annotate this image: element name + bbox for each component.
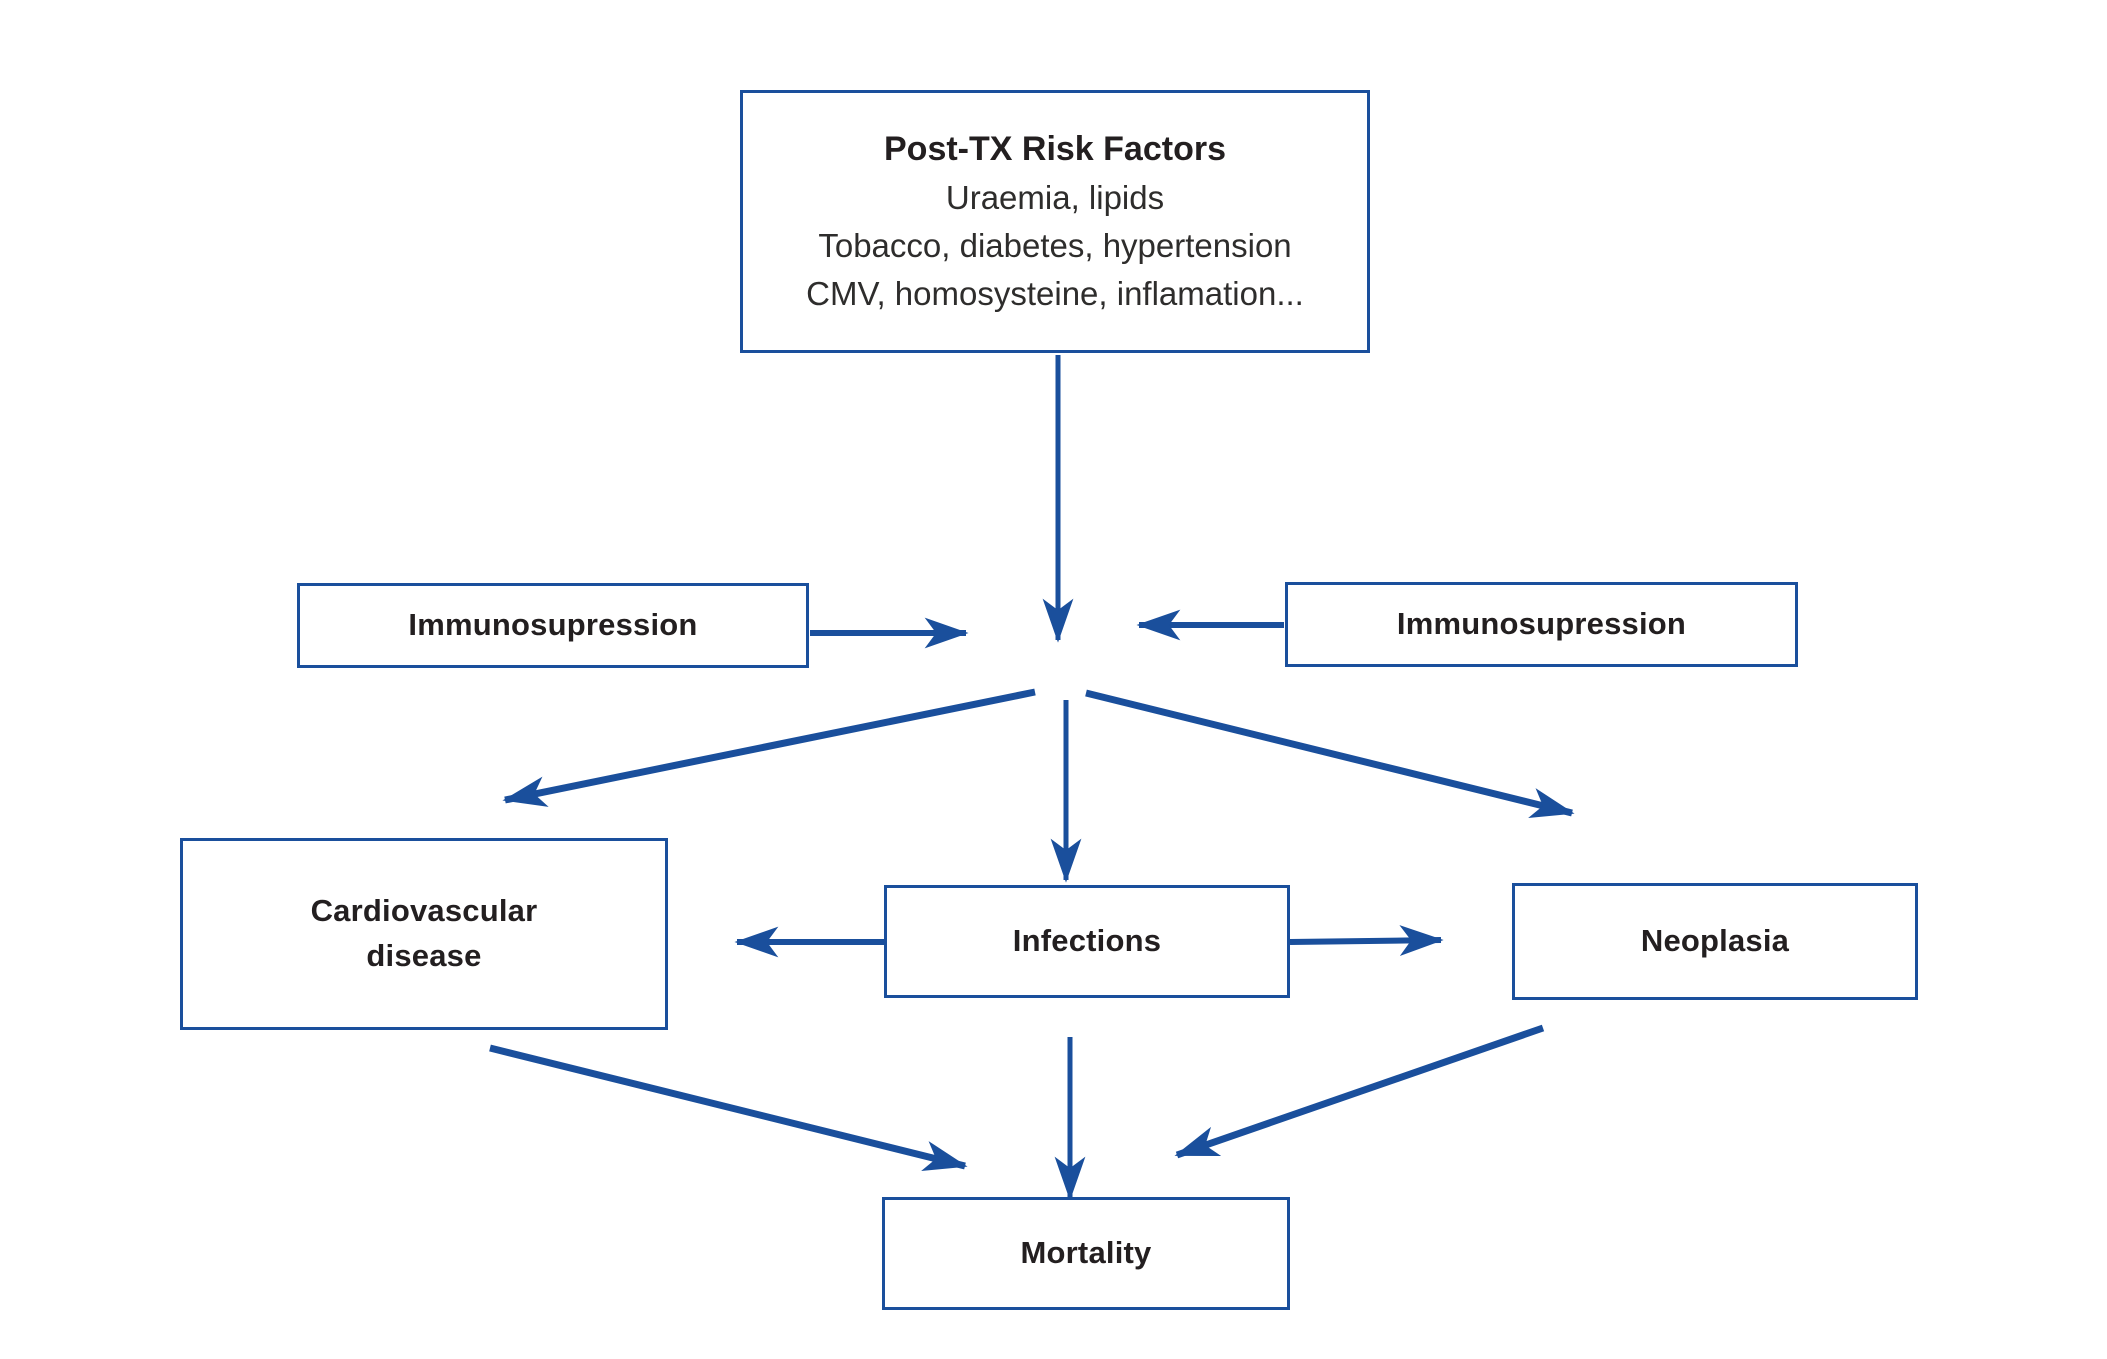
infections-label: Infections [1012,923,1162,959]
immunosupression-right-label: Immunosupression [1396,606,1687,642]
post-tx-title: Post-TX Risk Factors [884,130,1226,169]
post-tx-line-tobacco: Tobacco, diabetes, hypertension [818,227,1292,265]
node-mortality: Mortality [882,1197,1290,1310]
node-neoplasia: Neoplasia [1512,883,1918,1000]
post-tx-line-cmv: CMV, homosysteine, inflamation... [806,275,1304,313]
node-infections: Infections [884,885,1290,998]
arrow-cardio-to-mortality [489,1044,968,1171]
node-immunosupression-left: Immunosupression [297,583,809,668]
immunosupression-left-label: Immunosupression [408,607,698,643]
cardiovascular-disease-label: Cardiovascular disease [310,893,538,973]
arrow-infections-to-neoplasia [1289,925,1444,956]
node-immunosupression-right: Immunosupression [1285,582,1798,667]
neoplasia-label: Neoplasia [1640,923,1790,959]
node-post-tx-risk-factors: Post-TX Risk Factors Uraemia, lipids Tob… [740,90,1370,353]
node-cardiovascular-disease: Cardiovascular disease [180,838,668,1030]
mortality-label: Mortality [1020,1235,1152,1271]
arrow-junction-to-neoplasia [1085,689,1575,819]
arrow-junction-to-cardio [502,688,1036,807]
post-tx-line-uraemia: Uraemia, lipids [945,179,1165,217]
arrow-neoplasia-to-mortality [1174,1024,1545,1159]
